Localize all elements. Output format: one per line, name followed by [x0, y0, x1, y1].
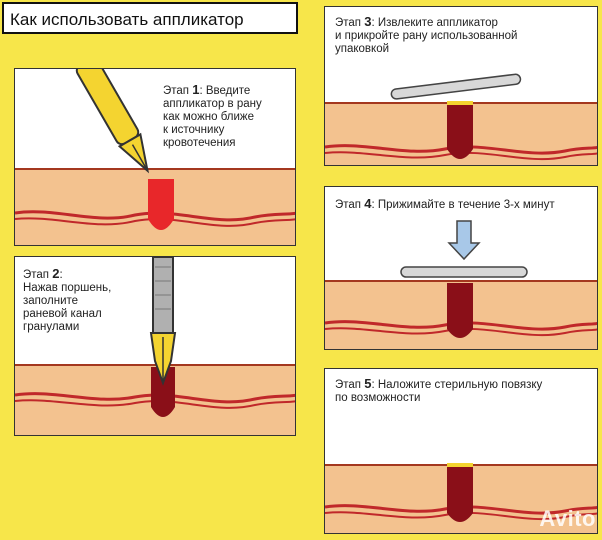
step-5-illustration	[325, 463, 597, 533]
step-4-line-1: : Прижимайте в течение 3-х минут	[371, 199, 555, 211]
step-3-label: Этап	[335, 17, 362, 29]
step-2-line-4: раневой канал	[23, 308, 102, 320]
step-2-line-1: :	[59, 269, 63, 281]
step-2-line-3: заполните	[23, 295, 79, 307]
step-2-caption: Этап 2: Нажав поршень, заполните раневой…	[23, 267, 153, 334]
step-5-caption: Этап 5: Наложите стерильную повязку по в…	[335, 377, 595, 405]
step-4-number: 4	[364, 196, 372, 211]
step-2-label: Этап	[23, 269, 50, 281]
step-1-caption: Этап 1: Введите аппликатор в рану как мо…	[163, 83, 293, 150]
step-4-panel: Этап 4: Прижимайте в течение 3-х минут	[324, 186, 598, 350]
page-title: Как использовать аппликатор	[10, 10, 244, 29]
step-5-line-1: : Наложите стерильную повязку	[371, 379, 543, 391]
step-1-label: Этап	[163, 85, 190, 97]
step-2-number: 2	[52, 266, 60, 281]
step-3-caption: Этап 3: Извлеките аппликатор и прикройте…	[335, 15, 595, 56]
step-3-panel: Этап 3: Извлеките аппликатор и прикройте…	[324, 6, 598, 166]
step-1-illustration	[15, 69, 295, 245]
step-4-caption: Этап 4: Прижимайте в течение 3-х минут	[335, 197, 595, 212]
step-1-number: 1	[192, 82, 200, 97]
step-1-line-5: кровотечения	[163, 137, 236, 149]
step-1-line-3: как можно ближе	[163, 111, 255, 123]
step-2-illustration	[15, 257, 295, 435]
step-1-line-2: аппликатор в рану	[163, 98, 262, 110]
step-4-label: Этап	[335, 199, 362, 211]
step-5-label: Этап	[335, 379, 362, 391]
step-1-line-1: : Введите	[199, 85, 251, 97]
step-5-line-2: по возможности	[335, 392, 421, 404]
avito-watermark: Avito	[539, 506, 596, 531]
step-3-line-3: упаковкой	[335, 43, 390, 55]
step-3-number: 3	[364, 14, 372, 29]
step-1-line-4: к источнику	[163, 124, 225, 136]
step-3-line-2: и прикройте рану использованной	[335, 30, 518, 42]
step-1-panel: Этап 1: Введите аппликатор в рану как мо…	[14, 68, 296, 246]
title-box: Как использовать аппликатор	[2, 2, 298, 34]
step-3-illustration	[325, 73, 597, 165]
step-3-line-1: : Извлеките аппликатор	[371, 17, 498, 29]
step-2-line-5: гранулами	[23, 321, 80, 333]
step-4-illustration	[325, 220, 597, 349]
step-2-line-2: Нажав поршень,	[23, 282, 112, 294]
step-5-number: 5	[364, 376, 372, 391]
step-5-panel: Этап 5: Наложите стерильную повязку по в…	[324, 368, 598, 534]
step-2-panel: Этап 2: Нажав поршень, заполните раневой…	[14, 256, 296, 436]
